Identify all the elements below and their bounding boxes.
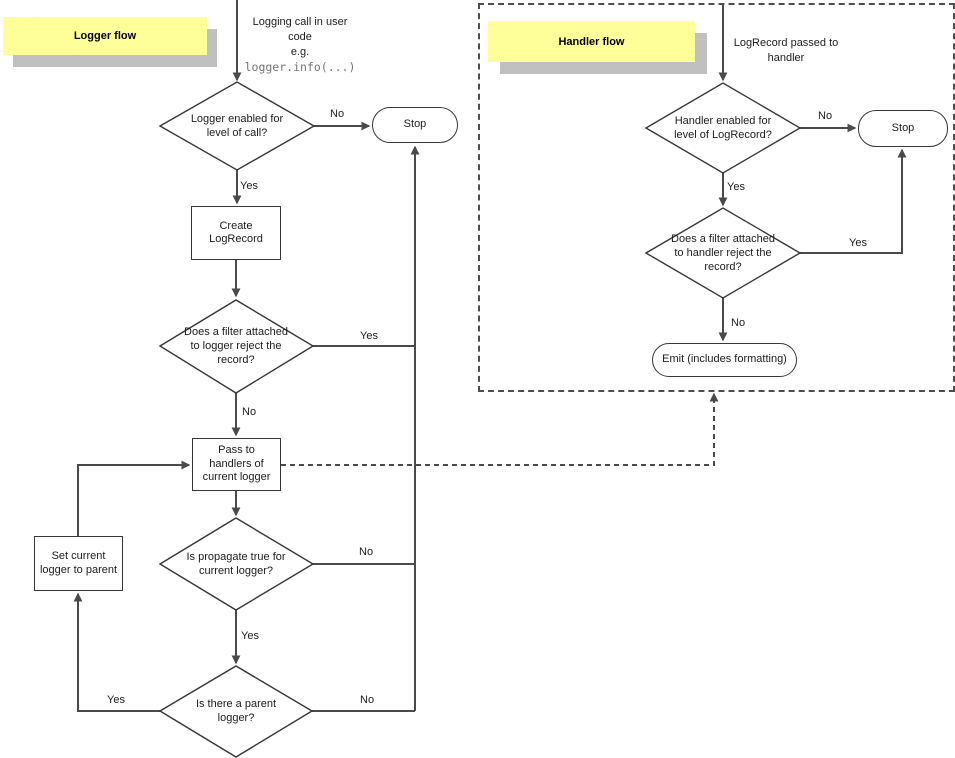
decision-propagate xyxy=(158,517,315,611)
logger-entry-code: logger.info(...) xyxy=(244,60,356,74)
label-parent-yes: Yes xyxy=(107,694,125,706)
decision-propagate-label: Is propagate true for current logger? xyxy=(186,551,286,577)
label-enabled-yes: Yes xyxy=(240,180,258,192)
label-enabled-no: No xyxy=(330,108,345,120)
logger-entry-text: Logging call in user code e.g. xyxy=(252,16,348,58)
label-hfilter-yes: Yes xyxy=(849,237,867,249)
decision-handler-enabled xyxy=(644,82,802,174)
decision-parent-logger-label: Is there a parent logger? xyxy=(195,698,277,724)
label-filter-yes: Yes xyxy=(360,330,378,342)
label-filter-no: No xyxy=(242,406,257,418)
node-stop-handler: Stop xyxy=(858,110,948,147)
handler-entry-text: LogRecord passed to handler xyxy=(733,37,839,64)
node-pass-to-handlers: Pass to handlers of current logger xyxy=(192,438,281,491)
handler-flow-box xyxy=(478,3,955,392)
handler-flow-note-label: Handler flow xyxy=(558,35,625,48)
logger-flow-note: Logger flow xyxy=(3,17,207,55)
decision-logger-filter-label: Does a filter attached to logger reject … xyxy=(184,326,288,366)
decision-logger-filter xyxy=(158,299,315,394)
node-create-logrecord: Create LogRecord xyxy=(191,206,281,260)
label-henabled-no: No xyxy=(818,110,833,122)
label-propagate-no: No xyxy=(359,546,374,558)
label-hfilter-no: No xyxy=(731,317,746,329)
decision-handler-filter xyxy=(644,207,802,299)
decision-parent-logger xyxy=(158,665,314,758)
handler-flow-note: Handler flow xyxy=(488,21,695,62)
decision-handler-filter-label: Does a filter attached to handler reject… xyxy=(671,233,775,273)
edge-setcurrent-to-pass xyxy=(77,460,191,536)
label-henabled-yes: Yes xyxy=(727,181,745,193)
edge-hfilter-yes-stop xyxy=(800,148,907,254)
decision-handler-enabled-label: Handler enabled for level of LogRecord? xyxy=(674,115,772,141)
decision-logger-enabled-label: Logger enabled for level of call? xyxy=(190,113,284,139)
label-propagate-yes: Yes xyxy=(241,630,259,642)
decision-logger-enabled xyxy=(158,81,316,171)
edge-pass-to-handler-flow-dashed xyxy=(281,392,719,466)
node-set-current-logger: Set current logger to parent xyxy=(34,536,123,591)
edge-parent-yes-setcurrent xyxy=(73,592,160,712)
label-parent-no: No xyxy=(360,694,375,706)
node-stop-logger: Stop xyxy=(372,107,458,143)
node-emit: Emit (includes formatting) xyxy=(652,343,797,377)
logger-flow-note-label: Logger flow xyxy=(73,30,137,42)
